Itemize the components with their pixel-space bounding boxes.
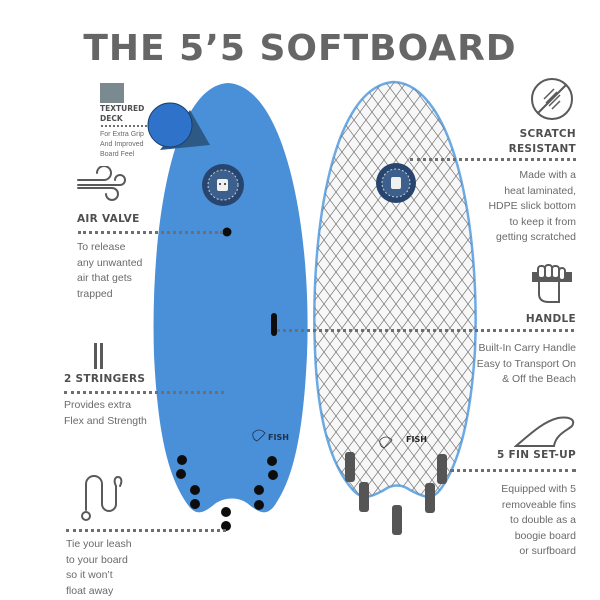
air-valve-title: AIR VALVE	[77, 213, 140, 225]
wind-icon	[77, 166, 126, 201]
desc-line: HDPE slick bottom	[488, 200, 576, 212]
stringers-leader	[64, 391, 224, 394]
desc-line: Flex and Strength	[64, 414, 147, 427]
scratch-title: SCRATCH RESISTANT	[509, 127, 576, 157]
desc-line: to your board	[66, 553, 128, 566]
desc-line: or surfboard	[519, 545, 576, 557]
desc-line: to double as a	[510, 514, 576, 526]
stringers-icon	[94, 343, 103, 369]
desc-line: removeable fins	[501, 498, 576, 511]
desc-line: & Off the Beach	[502, 373, 576, 385]
handle-desc: Built-In Carry Handle Easy to Transport …	[477, 341, 576, 388]
desc-line: For Extra Grip	[100, 131, 144, 138]
deck-board: FISH	[153, 83, 308, 531]
air-valve-plug	[222, 227, 232, 237]
fins-leader	[450, 469, 576, 472]
fish-logo-deck: FISH	[252, 429, 289, 442]
textured-deck-title: TEXTURED DECK	[100, 104, 144, 124]
fin-plugs	[176, 455, 278, 531]
desc-line: so it won’t	[66, 569, 113, 581]
desc-line: Made with a	[519, 169, 576, 181]
desc-line: to keep it from	[509, 215, 576, 228]
textured-deck-desc: For Extra Grip And Improved Board Feel	[100, 130, 144, 160]
air-valve-leader	[78, 231, 223, 234]
handle-leader	[277, 329, 574, 332]
air-valve-desc: To release any unwanted air that gets tr…	[77, 240, 142, 302]
scratch-icon	[531, 78, 573, 120]
fish-label-bottom: FISH	[406, 435, 427, 444]
handle-title: HANDLE	[525, 313, 576, 325]
stringers-title: 2 STRINGERS	[64, 373, 146, 385]
fins-desc: Equipped with 5 removeable fins to doubl…	[501, 482, 576, 560]
fin-icon	[514, 416, 575, 447]
desc-line: And Improved	[100, 141, 144, 148]
title-line: TEXTURED	[100, 104, 145, 113]
desc-line: Board Feel	[100, 151, 135, 158]
desc-line: heat laminated,	[504, 184, 576, 197]
title-line: DECK	[100, 114, 123, 123]
texture-callout	[147, 102, 210, 150]
desc-line: Tie your leash	[66, 538, 132, 550]
desc-line: trapped	[77, 287, 113, 300]
scratch-leader	[410, 158, 576, 161]
leash-desc: Tie your leash to your board so it won’t…	[66, 537, 132, 599]
fins-title: 5 FIN SET-UP	[496, 449, 576, 461]
bottom-board: FISH	[313, 80, 477, 535]
texture-swatch-icon	[100, 83, 124, 103]
fin-boxes	[345, 452, 447, 535]
title-line: RESISTANT	[508, 143, 576, 155]
desc-line: getting scratched	[496, 231, 576, 243]
title-line: SCRATCH	[519, 128, 576, 140]
desc-line: Easy to Transport On	[476, 357, 576, 370]
sun-logo-deck	[202, 164, 244, 206]
sun-logo-bottom	[376, 163, 416, 203]
leash-leader	[66, 529, 226, 532]
desc-line: Provides extra	[64, 399, 132, 411]
desc-line: any unwanted	[77, 256, 143, 269]
stringers-desc: Provides extra Flex and Strength	[64, 398, 147, 429]
fist-icon	[532, 264, 572, 303]
textured-deck-leader	[101, 125, 147, 127]
leash-icon	[81, 475, 123, 521]
svg-text:FISH: FISH	[268, 433, 289, 442]
scratch-desc: Made with a heat laminated, HDPE slick b…	[488, 168, 576, 246]
fish-logo-bottom	[379, 436, 393, 449]
page-title: THE 5’5 SOFTBOARD	[83, 28, 517, 69]
desc-line: boogie board	[514, 529, 576, 542]
desc-line: float away	[66, 584, 114, 597]
desc-line: Built-In Carry Handle	[478, 342, 576, 354]
desc-line: Equipped with 5	[501, 483, 576, 495]
desc-line: To release	[77, 241, 126, 253]
handle-plug	[271, 313, 277, 336]
desc-line: air that gets	[77, 272, 132, 284]
